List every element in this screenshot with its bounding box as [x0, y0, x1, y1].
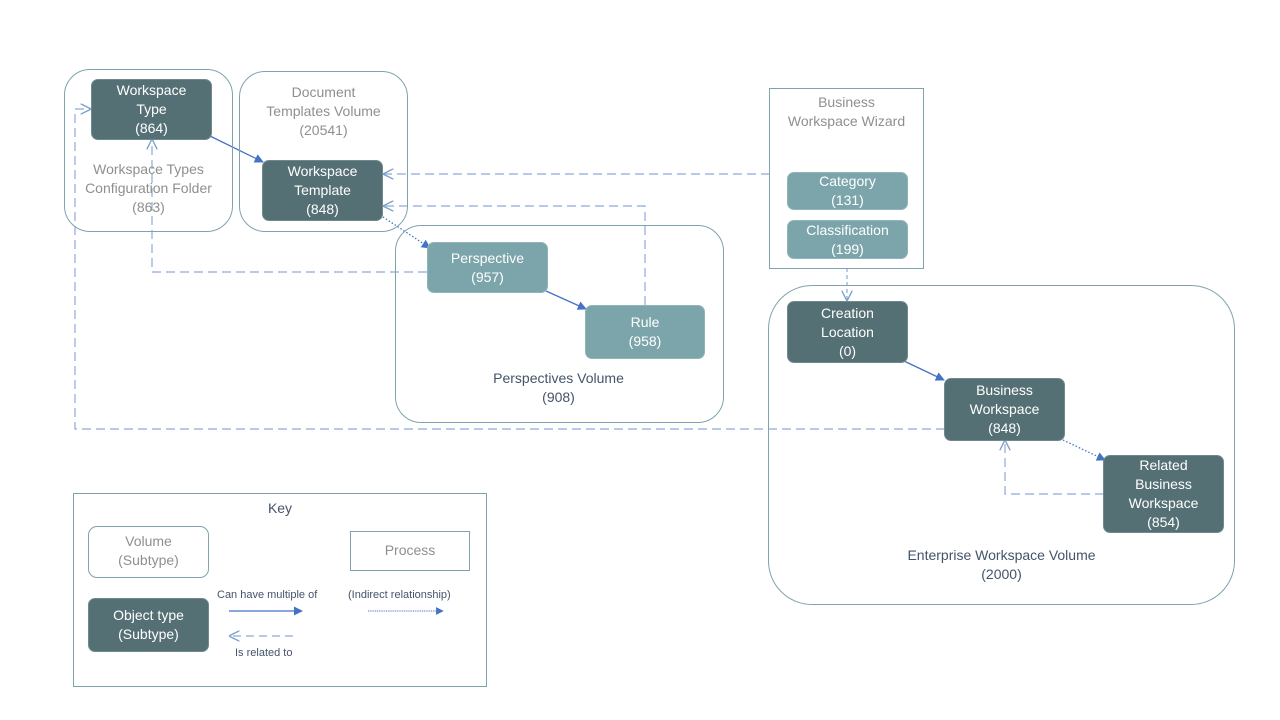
link-workspace-to-related	[1062, 439, 1106, 461]
enterprise-workspace-volume-label: Enterprise Workspace Volume (2000)	[907, 547, 1096, 582]
link-perspective-to-type	[152, 140, 427, 273]
key-title: Key	[267, 500, 293, 516]
link-perspective-to-rule	[545, 290, 587, 310]
link-rule-to-template	[384, 206, 646, 305]
key-indirect-label: (Indirect relationship)	[348, 589, 451, 601]
workspace-types-folder-volume	[64, 69, 233, 232]
category-node[interactable]: Category(131)	[787, 172, 908, 210]
key-process-sample	[350, 531, 470, 571]
key-volume-label: Volume (Subtype)	[118, 533, 179, 568]
document-templates-volume	[239, 71, 408, 232]
enterprise-workspace-volume	[768, 285, 1235, 605]
key-can-have-multiple-label: Can have multiple of	[217, 589, 318, 601]
document-templates-volume-label: Document Templates Volume (20541)	[266, 84, 381, 138]
perspectives-volume-label: Perspectives Volume (908)	[493, 370, 624, 405]
perspective-node[interactable]: Perspective(957)	[427, 242, 548, 293]
key-is-related-to-label: Is related to	[235, 647, 293, 659]
link-location-to-workspace	[903, 360, 945, 381]
rule-node[interactable]: Rule(958)	[585, 305, 705, 359]
key-box	[73, 493, 487, 687]
classification-node[interactable]: Classification(199)	[787, 220, 908, 259]
key-volume-sample	[88, 526, 209, 578]
key-object-type-sample: Object type(Subtype)	[88, 598, 209, 652]
workspace-types-folder-label: Workspace Types Configuration Folder (86…	[85, 161, 212, 215]
key-process-label: Process	[384, 542, 436, 558]
perspectives-volume	[395, 225, 724, 423]
link-type-to-template	[209, 135, 264, 163]
link-template-to-perspective	[379, 214, 431, 249]
link-workspace-to-type	[74, 109, 945, 430]
business-workspace-wizard-process	[769, 88, 924, 269]
business-workspace-wizard-label: Business Workspace Wizard	[787, 94, 906, 129]
link-related-to-workspace	[1005, 441, 1104, 495]
